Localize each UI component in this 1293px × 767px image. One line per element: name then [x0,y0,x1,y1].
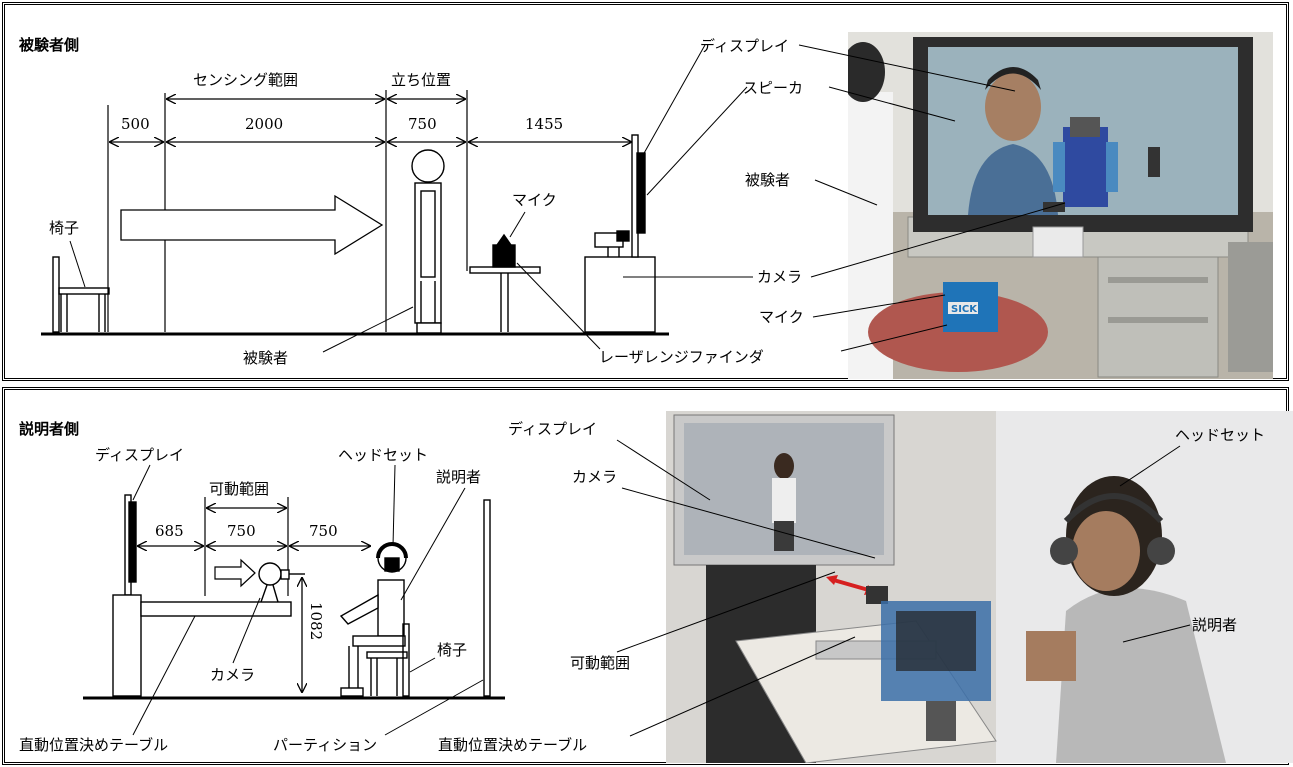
subject-leader [322,306,414,353]
dim-750-label: 750 [408,115,437,133]
chair-label-bottom: 椅子 [437,641,467,659]
subject-figure [411,149,445,334]
mic-photo-label: マイク [759,308,804,326]
speaker-leader-diagram [646,86,748,196]
mic-table-figure [469,233,541,332]
sensing-range-label: センシング範囲 [193,71,298,89]
mic-leader [509,211,526,238]
explainer-side-panel: 説明者側 ディスプレイ 可動範囲 685 750 750 [2,387,1293,765]
linear-table-leader [132,615,196,736]
dim-750b-label: 750 [309,522,338,540]
explainer-label-bottom: 説明者 [436,468,481,486]
subject-side-photo-illustration: SICK [848,32,1273,379]
chair-leader [69,240,86,288]
mic-photo-leader [812,294,946,318]
partition-leader [384,679,484,736]
subject-side-panel: SICK 被験者側 センシング範囲 立ち位置 [2,2,1289,381]
display-photo-leader [616,439,711,501]
explainer-figure [339,542,408,697]
subject-side-photo: SICK [848,32,1273,379]
dim-500-label: 500 [121,115,150,133]
headset-leader-bottom [392,464,396,547]
camera-photo-leader [621,487,876,559]
explainer-photo-leader [1122,624,1191,643]
linear-table-figure [140,601,292,617]
mic-diagram-label: マイク [512,191,557,209]
partition-figure [483,499,491,697]
dim-1455-label: 1455 [525,115,563,133]
linear-table-label: 直動位置決めテーブル [19,736,168,754]
partition-label: パーティション [273,736,377,754]
display-label-bottom: ディスプレイ [95,446,184,464]
headset-photo-leader [1119,445,1181,487]
subject-side-diagram: 被験者側 センシング範囲 立ち位置 500 2000 750 1455 [19,36,1066,367]
display-figure [631,134,646,258]
headset-photo-label: ヘッドセット [1175,426,1265,444]
camera-cabinet-figure [584,230,656,333]
lrf-label: レーザレンジファインダ [599,348,764,366]
headset-label-bottom: ヘッドセット [338,446,428,464]
approach-direction-arrow [120,194,384,256]
lrf-leader-photo [840,324,948,352]
camera-photo-label: カメラ [572,468,617,486]
display-photo-label: ディスプレイ [508,420,597,438]
dim-750a-label: 750 [227,522,256,540]
lrf-brand-text: SICK [951,304,978,315]
camera-label: カメラ [757,268,802,286]
display-leader-photo [798,44,1016,92]
lrf-leader-diagram [516,262,601,350]
camera-figure-bottom [258,562,305,603]
display-leader-bottom [132,464,151,501]
speaker-label: スピーカ [743,79,803,97]
linear-table-photo-leader [629,636,856,737]
chair-leader-bottom [409,657,436,673]
dim-2000-label: 2000 [245,115,283,133]
linear-table-photo-label: 直動位置決めテーブル [438,736,587,754]
display-figure-bottom [112,494,142,697]
explainer-leader-bottom [400,487,466,601]
speaker-leader-photo [828,86,956,122]
movable-range-photo-leader [616,571,836,653]
movable-range-photo-label: 可動範囲 [570,654,630,672]
movable-range-label: 可動範囲 [209,480,269,498]
subject-side-title: 被験者側 [19,36,79,54]
chair-figure-bottom [366,623,410,697]
explainer-photo-label: 説明者 [1192,616,1237,634]
camera-leader-bottom [232,597,261,664]
subject-photo-leader [814,179,878,206]
chair-label: 椅子 [49,219,79,237]
explainer-side-title: 説明者側 [19,420,79,438]
standing-position-label: 立ち位置 [391,71,451,89]
dim-685-label: 685 [155,522,184,540]
display-leader-diagram [642,44,706,156]
camera-label-bottom: カメラ [210,666,255,684]
explainer-side-diagram: 説明者側 ディスプレイ 可動範囲 685 750 750 [19,420,1265,754]
dim-1082-label: 1082 [307,602,325,640]
chair-figure [52,256,110,333]
subject-diagram-label: 被験者 [243,349,288,367]
display-label: ディスプレイ [700,37,789,55]
camera-leader-photo [810,202,1066,278]
subject-photo-label: 被験者 [745,171,790,189]
camera-move-arrow [214,558,256,588]
